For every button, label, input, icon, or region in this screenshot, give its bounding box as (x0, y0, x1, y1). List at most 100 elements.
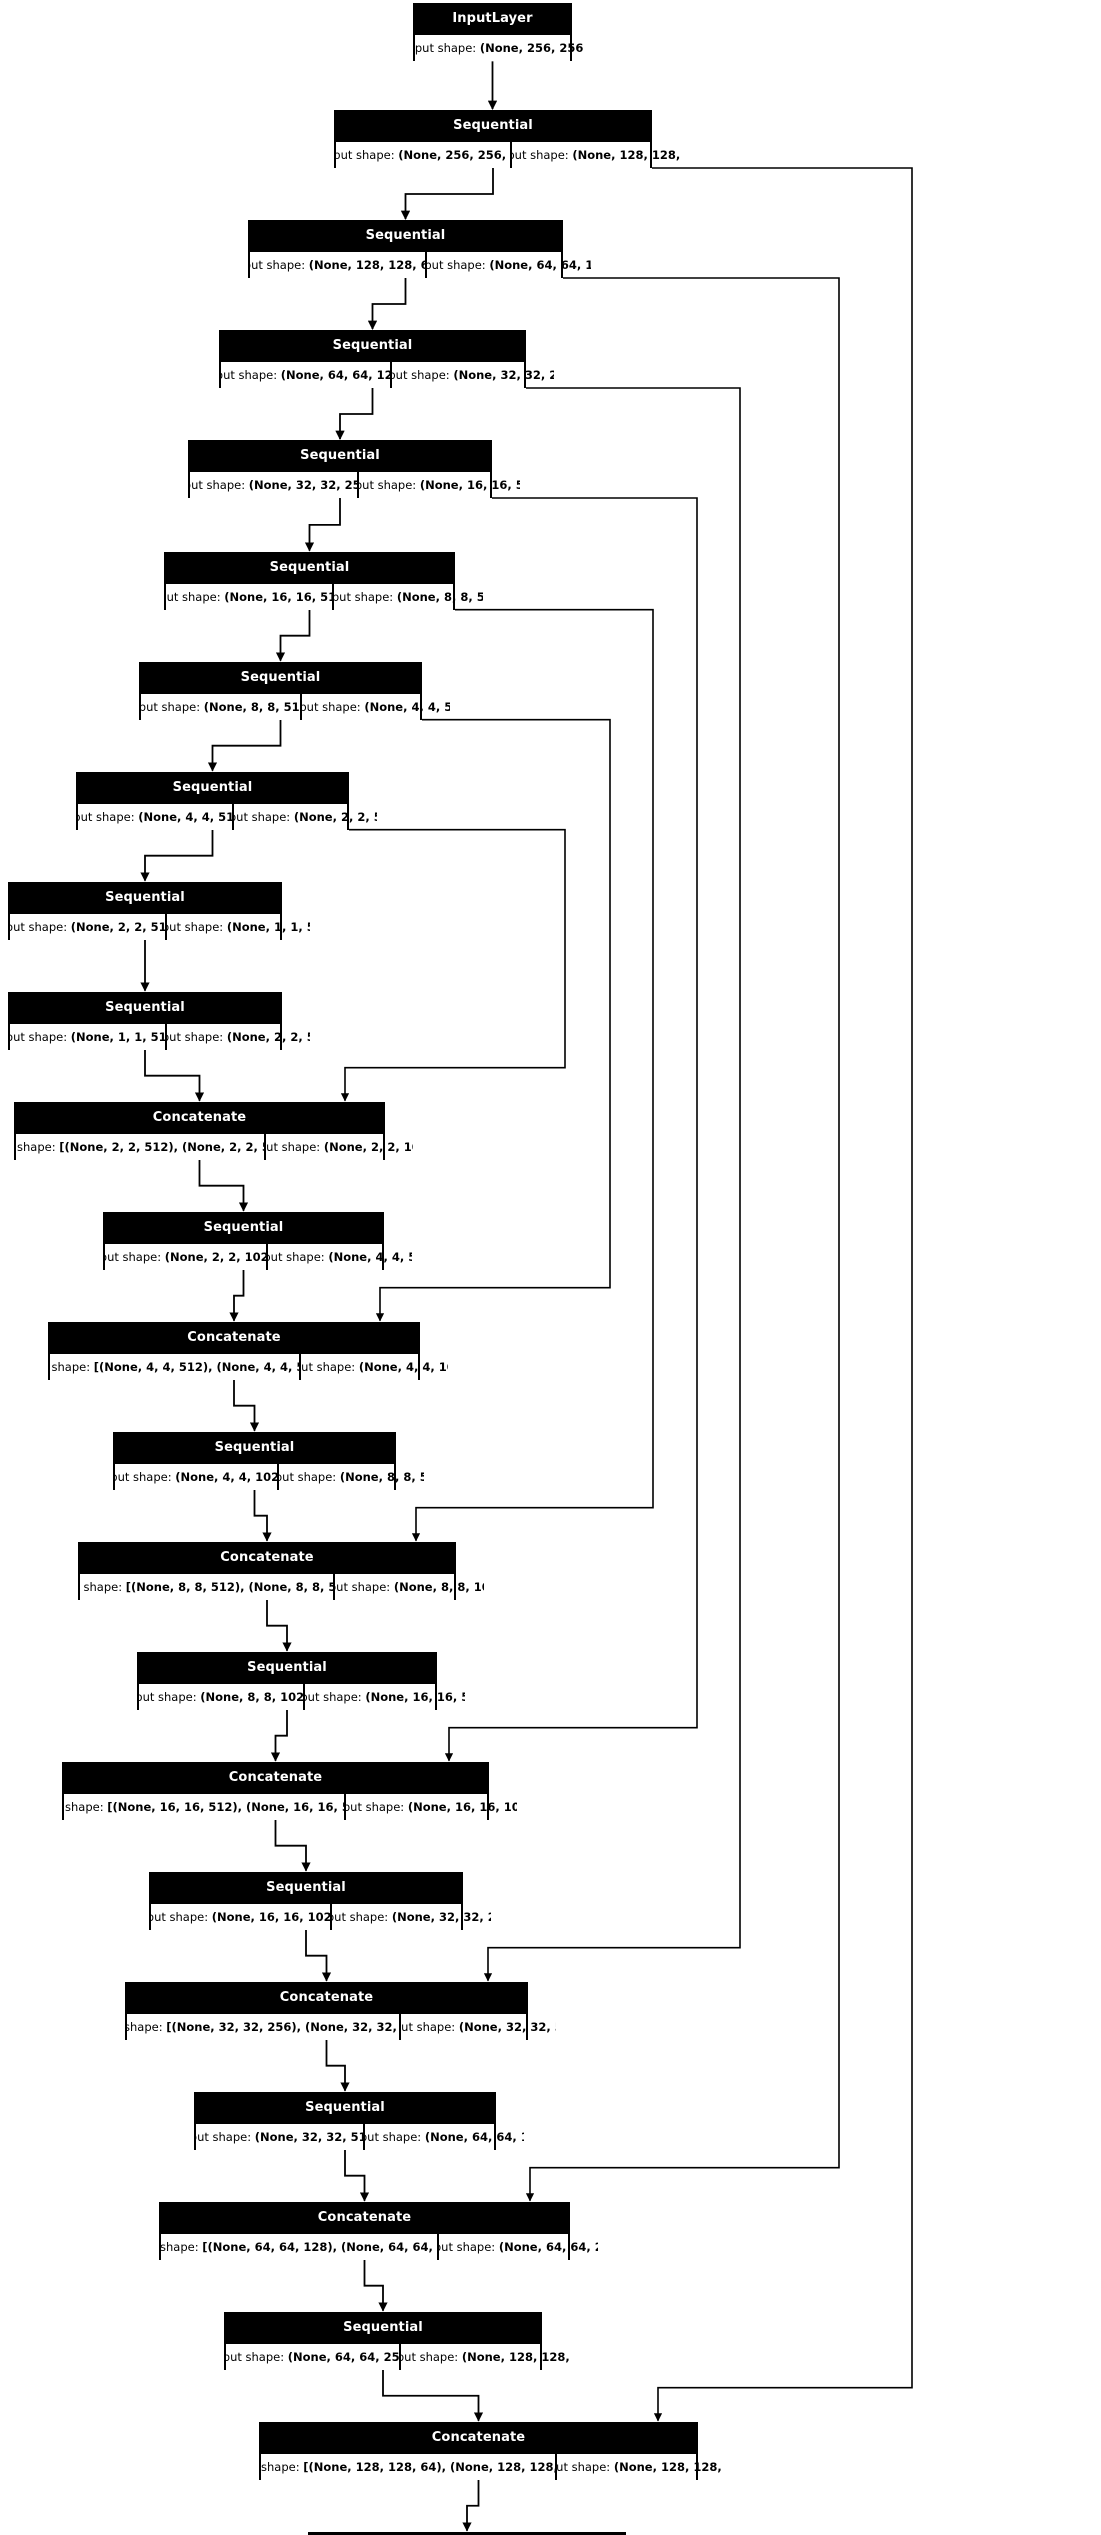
node-type-label: Sequential (78, 773, 347, 802)
input-shape-prefix: Input shape: (151, 1909, 209, 1924)
output-shape-prefix: Output shape: (266, 1139, 321, 1154)
input-shape-value: [(None, 16, 16, 512), (None, 16, 16, 512… (107, 1799, 344, 1814)
node-type-label: Sequential (10, 993, 280, 1022)
node-type-label: Sequential (336, 112, 650, 140)
input-shape-prefix: Input shape: (64, 1799, 104, 1814)
graph-node-concatenate: ConcatenateInput shape: [(None, 16, 16, … (62, 1761, 517, 1820)
output-shape-value: (None, 16, 16, 1024) (407, 1799, 517, 1814)
output-shape-value: (None, 32, 32, 256) (453, 368, 554, 382)
output-shape-value: (None, 1, 1, 512) (226, 919, 310, 934)
edge-skip (525, 277, 840, 2202)
graph-node-concatenate: ConcatenateInput shape: [(None, 2, 2, 51… (14, 1101, 413, 1160)
node-shape-row: Input shape: (None, 16, 16, 512)Output s… (166, 581, 483, 610)
node-shape-row: Input shape: (None, 4, 4, 512)Output sha… (78, 801, 377, 830)
input-shape-prefix: Input shape: (78, 809, 135, 824)
graph-node-concatenate: ConcatenateInput shape: [(None, 64, 64, … (159, 2201, 598, 2260)
node-input-shape: Input shape: (None, 64, 64, 128) (221, 362, 392, 388)
edge-sequential (207, 719, 282, 772)
output-shape-value: (None, 2, 2, 1024) (323, 1139, 413, 1154)
node-type-label: Concatenate (80, 1543, 454, 1572)
edge-sequential (363, 2259, 388, 2312)
node-input-shape: Input shape: (None, 4, 4, 512) (78, 803, 234, 830)
node-input-shape: Input shape: [(None, 4, 4, 512), (None, … (50, 1353, 301, 1380)
output-shape-value: (None, 64, 64, 128) (424, 2129, 524, 2144)
node-shape-row: Input shape: (None, 8, 8, 512)Output sha… (141, 691, 450, 720)
node-type-label: Sequential (190, 442, 490, 470)
edge-sequential (335, 388, 374, 440)
node-input-shape: Input shape: (None, 8, 8, 512) (141, 693, 302, 720)
node-input-shape: Input shape: [(None, 64, 64, 128), (None… (161, 2233, 439, 2260)
edge-skip (375, 718, 611, 1322)
node-input-shape: Input shape: (None, 16, 16, 1024) (151, 1903, 332, 1930)
node-output-shape: Output shape: (None, 4, 4, 1024) (301, 1354, 448, 1380)
edge-sequential (400, 168, 494, 220)
node-output-shape: Output shape: (None, 64, 64, 128) (427, 252, 591, 278)
input-shape-prefix: Input shape: (10, 1029, 68, 1044)
graph-node-sequential: SequentialInput shape: (None, 4, 4, 512)… (76, 771, 377, 830)
node-output-shape: Output shape: (None, 8, 8, 512) (334, 584, 483, 610)
output-shape-value: (None, 8, 8, 1024) (393, 1579, 484, 1594)
input-shape-prefix: Input shape: (161, 2239, 199, 2254)
edge-skip (483, 387, 741, 1982)
output-shape-prefix: Output shape: (268, 1249, 325, 1264)
graph-node-sequential: SequentialInput shape: (None, 128, 128, … (248, 220, 591, 278)
input-shape-prefix: Input shape: (50, 1359, 91, 1374)
node-shape-row: Input shape: [(None, 16, 16, 512), (None… (64, 1791, 517, 1820)
node-type-label: Sequential (250, 222, 561, 250)
output-shape-prefix: Output shape: (332, 1909, 389, 1924)
output-shape-prefix: Output shape: (415, 41, 477, 56)
node-type-label: Concatenate (50, 1323, 418, 1352)
output-shape-prefix: Output shape: (305, 1689, 362, 1704)
node-shape-row: Input shape: (None, 1, 1, 512)Output sha… (10, 1021, 310, 1050)
edge-sequential (305, 1929, 332, 1982)
output-shape-value: (None, 4, 4, 512) (328, 1249, 412, 1264)
output-shape-value: (None, 64, 64, 128) (489, 258, 591, 272)
input-shape-prefix: Input shape: (166, 589, 221, 604)
input-shape-value: (None, 32, 32, 512) (254, 2129, 363, 2144)
node-output-shape: Output shape: (None, 128, 128, 64) (512, 142, 680, 168)
node-output-shape: Output shape: (None, 2, 2, 1024) (266, 1134, 413, 1160)
graph-node-sequential: SequentialInput shape: (None, 256, 256, … (334, 110, 680, 168)
output-shape-prefix: Output shape: (301, 1359, 356, 1374)
graph-node-concatenate: ConcatenateInput shape: [(None, 32, 32, … (125, 1981, 556, 2040)
output-shape-value: (None, 64, 64, 256) (498, 2239, 598, 2254)
node-shape-row: Input shape: (None, 32, 32, 512)Output s… (196, 2121, 524, 2150)
output-shape-value: (None, 2, 2, 512) (293, 809, 377, 824)
node-input-shape: Input shape: (None, 16, 16, 512) (166, 583, 334, 610)
edge-sequential (140, 829, 214, 882)
output-shape-prefix: Output shape: (167, 1029, 224, 1044)
node-input-shape: Input shape: (None, 32, 32, 512) (196, 2123, 365, 2150)
input-shape-prefix: Input shape: (127, 2019, 163, 2034)
node-shape-row: Input shape: [(None, 8, 8, 512), (None, … (80, 1571, 484, 1600)
input-shape-value: (None, 8, 8, 1024) (200, 1689, 305, 1704)
node-shape-row: Input shape: [(None, 4, 4, 512), (None, … (50, 1351, 448, 1380)
node-output-shape: Output shape: (None, 8, 8, 512) (279, 1464, 424, 1490)
output-shape-prefix: Output shape: (167, 919, 224, 934)
edge-sequential (233, 1379, 260, 1432)
graph-node-sequential: SequentialInput shape: (None, 4, 4, 1024… (113, 1431, 424, 1490)
edge-sequential (304, 498, 341, 552)
node-input-shape: Input shape: (None, 1, 1, 512) (10, 1023, 167, 1050)
node-input-shape: Input shape: [(None, 32, 32, 256), (None… (127, 2013, 401, 2040)
input-shape-value: (None, 2, 2, 1024) (164, 1249, 268, 1264)
node-output-shape: Output shape: (None, 16, 16, 512) (305, 1684, 465, 1710)
node-input-shape: Input shape: (None, 8, 8, 1024) (139, 1683, 305, 1710)
edge-sequential (382, 2369, 484, 2422)
edge-sequential (253, 1489, 272, 1542)
output-shape-value: (None, 4, 4, 512) (364, 699, 450, 714)
output-shape-value: (None, 32, 32, 512) (458, 2019, 556, 2034)
node-type-label: Concatenate (161, 2203, 568, 2232)
node-type-label: Sequential (105, 1213, 382, 1242)
input-shape-prefix: Input shape: (250, 258, 306, 272)
output-shape-value: (None, 256, 256, 3) (479, 41, 584, 56)
edge-sequential (274, 1819, 311, 1872)
output-shape-value: (None, 16, 16, 512) (419, 478, 520, 492)
graph-node-concatenate: ConcatenateInput shape: [(None, 4, 4, 51… (48, 1321, 448, 1380)
node-input-shape: Input shape: (None, 2, 2, 512) (10, 913, 167, 940)
node-input-shape: Input shape: [(None, 2, 2, 512), (None, … (16, 1133, 266, 1160)
graph-node-concatenate: ConcatenateInput shape: [(None, 8, 8, 51… (78, 1541, 484, 1600)
edge-sequential (462, 2479, 480, 2532)
output-shape-value: (None, 128, 128, 64) (461, 2349, 570, 2364)
node-input-shape: Input shape: (None, 128, 128, 64) (250, 252, 427, 278)
